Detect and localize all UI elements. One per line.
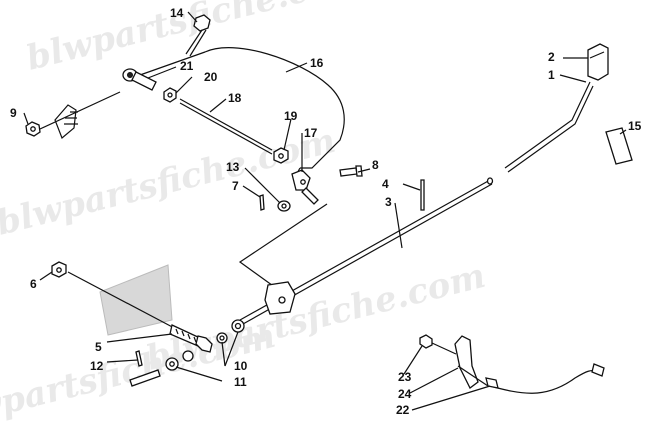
part-9-nut — [25, 121, 41, 137]
callout-8: 8 — [372, 158, 379, 172]
callout-6: 6 — [30, 277, 37, 291]
callout-2: 2 — [548, 50, 555, 64]
clevis-pin — [129, 369, 161, 387]
callout-3: 3 — [385, 195, 392, 209]
callout-14: 14 — [170, 6, 184, 20]
callout-5: 5 — [95, 340, 102, 354]
part-18-rod — [179, 98, 273, 155]
part-11-washer — [165, 350, 194, 371]
part-23-bolt — [419, 334, 457, 355]
callout-22: 22 — [396, 403, 410, 417]
part-6-nut — [51, 261, 67, 278]
callout-21: 21 — [180, 59, 194, 73]
leader-lines — [23, 11, 627, 411]
bracket-9 — [39, 91, 121, 139]
part-14-bolt — [185, 14, 211, 57]
callout-12: 12 — [90, 359, 104, 373]
watermark-text-2: blwpartsfiche.com — [0, 121, 339, 244]
part-17-lever — [291, 169, 319, 205]
part-12-pin — [135, 350, 143, 367]
callout-20: 20 — [204, 70, 218, 84]
part-21-rod-end — [122, 68, 157, 91]
part-19-nut — [273, 147, 289, 164]
callout-16: 16 — [310, 56, 324, 70]
callout-18: 18 — [228, 91, 242, 105]
part-15-decal — [605, 127, 633, 165]
callout-4: 4 — [382, 177, 389, 191]
firewall-panel — [67, 264, 179, 336]
callout-10: 10 — [234, 359, 248, 373]
part-4-pin — [420, 179, 425, 211]
part-24-bracket — [454, 335, 489, 389]
part-3-flange — [264, 281, 296, 315]
part-22-cable — [485, 363, 605, 394]
bracket-outline — [238, 203, 328, 289]
callout-9: 9 — [10, 106, 17, 120]
callout-24: 24 — [398, 387, 412, 401]
callout-19: 19 — [284, 109, 298, 123]
callout-23: 23 — [398, 370, 412, 384]
callout-17: 17 — [304, 126, 318, 140]
part-5-bolt — [169, 324, 213, 353]
callout-labels: 1 2 3 4 5 6 7 8 9 10 11 12 13 14 15 16 1… — [10, 6, 642, 417]
part-2-knob — [587, 43, 609, 81]
callout-7: 7 — [232, 179, 239, 193]
part-20-nut — [163, 87, 177, 103]
part-13-washer — [277, 200, 291, 212]
callout-1: 1 — [548, 68, 555, 82]
part-1-lever — [504, 81, 594, 173]
part-8-bolt — [339, 165, 363, 177]
part-10-washers — [216, 319, 245, 344]
part-7-pin — [259, 194, 265, 211]
callout-13: 13 — [226, 160, 240, 174]
callout-11: 11 — [234, 375, 247, 389]
callout-15: 15 — [628, 119, 642, 133]
